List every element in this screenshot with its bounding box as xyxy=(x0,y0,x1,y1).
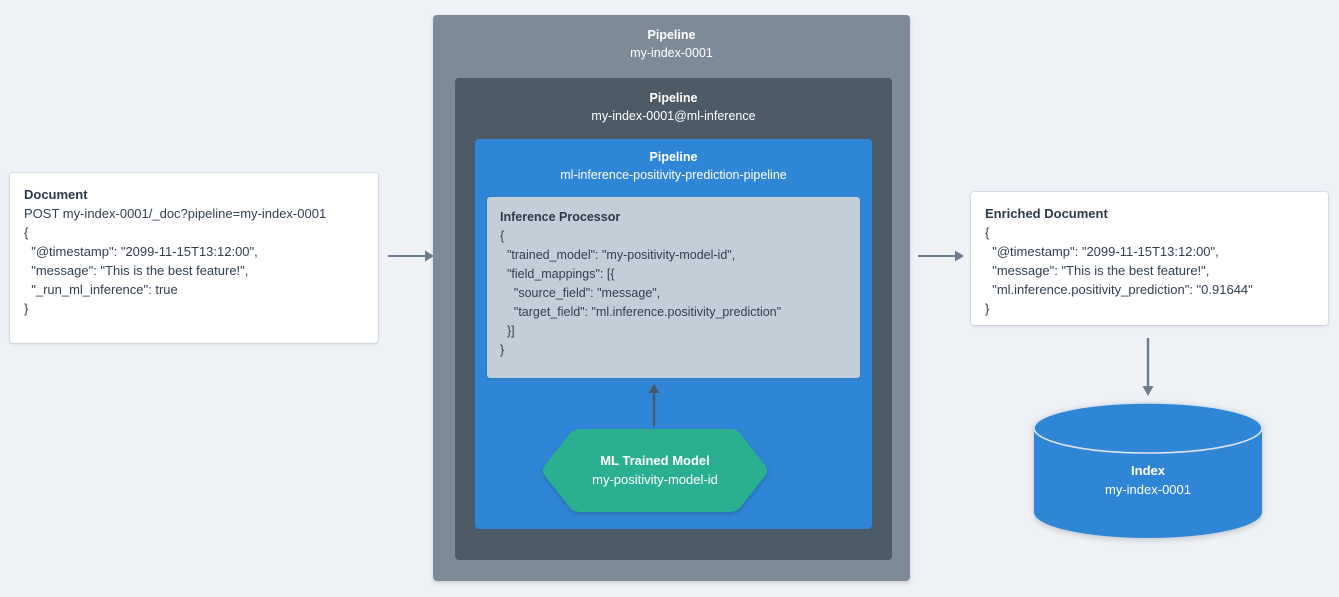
pipeline-outer-name: my-index-0001 xyxy=(630,46,713,60)
index-cylinder-shape: Index my-index-0001 xyxy=(1033,402,1263,538)
pipeline-outer: Pipeline my-index-0001 Pipeline my-index… xyxy=(433,15,910,581)
pipeline-inner: Pipeline ml-inference-positivity-predict… xyxy=(475,139,872,529)
enriched-document-line: { xyxy=(985,225,990,240)
pipeline-outer-header: Pipeline my-index-0001 xyxy=(433,27,910,62)
inference-processor-line: } xyxy=(500,343,505,357)
ml-trained-model-shape: ML Trained Model my-positivity-model-id xyxy=(541,427,769,514)
enriched-document-line: "@timestamp": "2099-11-15T13:12:00", xyxy=(985,244,1219,259)
pipeline-outer-kind: Pipeline xyxy=(647,28,696,42)
pipeline-inner-name: ml-inference-positivity-prediction-pipel… xyxy=(560,168,787,182)
document-line: "message": "This is the best feature!", xyxy=(24,263,249,278)
arrow-model-to-processor xyxy=(647,384,661,426)
document-title: Document xyxy=(24,187,88,202)
inference-processor-line: "trained_model": "my-positivity-model-id… xyxy=(500,248,736,262)
document-line: "@timestamp": "2099-11-15T13:12:00", xyxy=(24,244,258,259)
inference-processor-line: "source_field": "message", xyxy=(500,286,661,300)
inference-processor-title: Inference Processor xyxy=(500,210,621,224)
pipeline-middle-header: Pipeline my-index-0001@ml-inference xyxy=(455,90,892,125)
document-card: Document POST my-index-0001/_doc?pipelin… xyxy=(10,173,378,343)
inference-processor-line: "target_field": "ml.inference.positivity… xyxy=(500,305,782,319)
pipeline-middle: Pipeline my-index-0001@ml-inference Pipe… xyxy=(455,78,892,560)
inference-processor-panel: Inference Processor { "trained_model": "… xyxy=(487,197,860,378)
inference-processor-line: "field_mappings": [{ xyxy=(500,267,615,281)
arrow-pipeline-to-enriched-document xyxy=(918,249,964,263)
enriched-document-line: "ml.inference.positivity_prediction": "0… xyxy=(985,282,1253,297)
enriched-document-title: Enriched Document xyxy=(985,206,1108,221)
pipeline-inner-kind: Pipeline xyxy=(649,150,698,164)
document-line: } xyxy=(24,301,29,316)
enriched-document-line: "message": "This is the best feature!", xyxy=(985,263,1210,278)
inference-processor-line: }] xyxy=(500,324,515,338)
pipeline-inner-header: Pipeline ml-inference-positivity-predict… xyxy=(475,149,872,184)
document-line: POST my-index-0001/_doc?pipeline=my-inde… xyxy=(24,206,327,221)
document-line: { xyxy=(24,225,29,240)
pipeline-middle-kind: Pipeline xyxy=(649,91,698,105)
inference-processor-line: { xyxy=(500,229,505,243)
arrow-document-to-pipeline xyxy=(388,249,434,263)
arrow-enriched-document-to-index xyxy=(1141,338,1155,396)
pipeline-middle-name: my-index-0001@ml-inference xyxy=(591,109,756,123)
enriched-document-card: Enriched Document { "@timestamp": "2099-… xyxy=(971,192,1328,325)
enriched-document-line: } xyxy=(985,301,990,316)
document-line: "_run_ml_inference": true xyxy=(24,282,178,297)
